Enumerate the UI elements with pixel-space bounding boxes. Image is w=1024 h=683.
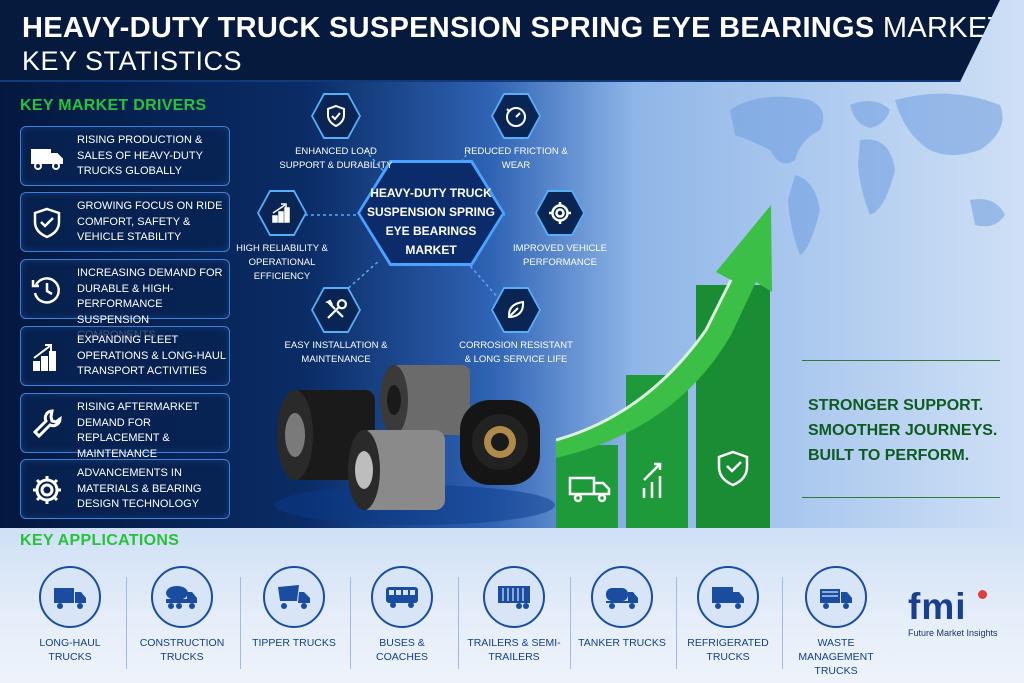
driver-label: EXPANDING FLEET OPERATIONS & LONG-HAUL T… [77,334,226,377]
driver-card-production: RISING PRODUCTION & SALES OF HEAVY-DUTY … [20,126,230,186]
tanker-truck-icon [606,588,638,609]
mixer-truck-icon [166,586,197,609]
title-bold-text: HEAVY-DUTY TRUCK SUSPENSION SPRING EYE B… [22,12,875,44]
gear-icon [549,202,571,224]
bus-icon [386,587,418,608]
driver-card-aftermarket: RISING AFTERMARKET DEMAND FOR REPLACEMEN… [20,393,230,460]
shield-check-icon [327,104,345,128]
application-divider [350,577,351,669]
title-thin-text: MARKET [882,12,1006,44]
feature-label-reliability: HIGH RELIABILITY & OPERATIONAL EFFICIENC… [236,243,328,282]
driver-label: RISING PRODUCTION & SALES OF HEAVY-DUTY … [77,134,203,177]
logo-mark: fmi [908,586,967,627]
logo-dot [978,590,987,599]
speedometer-icon [506,107,526,127]
driver-card-durability: INCREASING DEMAND FOR DURABLE & HIGH-PER… [20,259,230,341]
truck-icon [31,149,63,170]
spring-eye-bearings-image [275,365,555,525]
wrench-icon [32,409,62,439]
application-icon-circle [263,566,325,628]
feature-hex-load [311,93,361,139]
driver-card-fleet: EXPANDING FLEET OPERATIONS & LONG-HAUL T… [20,326,230,386]
feature-hex-installation [311,287,361,333]
driver-card-safety: GROWING FOCUS ON RIDE COMFORT, SAFETY & … [20,192,230,252]
application-icon-circle [151,566,213,628]
growth-chart-graphic [556,205,772,530]
application-icon-circle [371,566,433,628]
application-label: LONG-HAUL TRUCKS [39,637,101,663]
drivers-section-title: KEY MARKET DRIVERS [20,97,207,114]
application-buses: BUSES & COACHES [352,566,452,664]
application-icon-circle [697,566,759,628]
tagline-rule-bottom [802,497,1000,498]
bar-chart-up-icon [272,203,290,223]
fmi-logo: fmi Future Market Insights [908,586,1008,638]
world-map-graphic [730,93,1005,255]
page-subtitle: KEY STATISTICS [22,46,243,76]
application-long-haul: LONG-HAUL TRUCKS [20,566,120,664]
tagline-line: SMOOTHER JOURNEYS. [808,422,998,439]
trailer-icon [498,586,530,609]
application-divider [240,577,241,669]
tagline-line: BUILT TO PERFORM. [808,447,970,464]
application-refrigerated: REFRIGERATED TRUCKS [678,566,778,664]
application-label: WASTE MANAGEMENT TRUCKS [798,637,874,677]
applications-section-title: KEY APPLICATIONS [20,532,180,549]
driver-label: GROWING FOCUS ON RIDE COMFORT, SAFETY & … [77,200,223,243]
center-hexagon [360,163,502,263]
application-divider [570,577,571,669]
application-divider [782,577,783,669]
application-label: BUSES & COACHES [376,637,428,663]
application-icon-circle [805,566,867,628]
application-waste: WASTE MANAGEMENT TRUCKS [786,566,886,678]
application-label: TIPPER TRUCKS [252,637,336,649]
header-banner: HEAVY-DUTY TRUCK SUSPENSION SPRING EYE B… [0,0,1000,82]
shield-check-icon [33,207,61,239]
feature-label-installation: EASY INSTALLATION & MAINTENANCE [284,340,388,365]
driver-label: ADVANCEMENTS IN MATERIALS & BEARING DESI… [77,467,202,510]
application-label: CONSTRUCTION TRUCKS [139,637,225,663]
leaf-icon [507,300,525,318]
tagline-line: STRONGER SUPPORT. [808,397,984,414]
reefer-truck-icon [712,587,744,609]
feature-label-load: ENHANCED LOAD SUPPORT & DURABILITY [279,146,393,171]
application-construction: CONSTRUCTION TRUCKS [132,566,232,664]
center-hexagon-label: HEAVY-DUTY TRUCK SUSPENSION SPRING EYE B… [366,186,496,257]
garbage-truck-icon [820,589,852,609]
clock-cycle-icon [31,277,60,304]
application-tanker: TANKER TRUCKS [572,566,672,650]
application-divider [458,577,459,669]
driver-card-materials: ADVANCEMENTS IN MATERIALS & BEARING DESI… [20,459,230,519]
driver-label: RISING AFTERMARKET DEMAND FOR REPLACEMEN… [77,401,200,460]
application-icon-circle [591,566,653,628]
application-trailers: TRAILERS & SEMI-TRAILERS [464,566,564,664]
application-divider [676,577,677,669]
application-label: TANKER TRUCKS [578,637,666,649]
tools-icon [325,299,347,319]
application-label: REFRIGERATED TRUCKS [687,637,769,663]
page-title: HEAVY-DUTY TRUCK SUSPENSION SPRING EYE B… [22,12,1006,45]
tagline-rule-top [802,360,1000,361]
feature-label-performance: IMPROVED VEHICLE PERFORMANCE [513,243,607,268]
application-icon-circle [39,566,101,628]
application-tipper: TIPPER TRUCKS [244,566,344,650]
gear-icon [33,476,61,504]
feature-hex-reliability [257,190,307,236]
tagline: STRONGER SUPPORT. SMOOTHER JOURNEYS. BUI… [808,393,1018,468]
tipper-truck-icon [278,585,310,609]
bar-chart-up-icon [33,344,56,371]
semi-truck-icon [54,588,86,609]
feature-label-corrosion: CORROSION RESISTANT & LONG SERVICE LIFE [459,340,573,365]
application-icon-circle [483,566,545,628]
application-divider [126,577,127,669]
application-label: TRAILERS & SEMI-TRAILERS [467,637,561,663]
feature-label-friction: REDUCED FRICTION & WEAR [464,146,568,171]
logo-company-name: Future Market Insights [908,628,998,638]
